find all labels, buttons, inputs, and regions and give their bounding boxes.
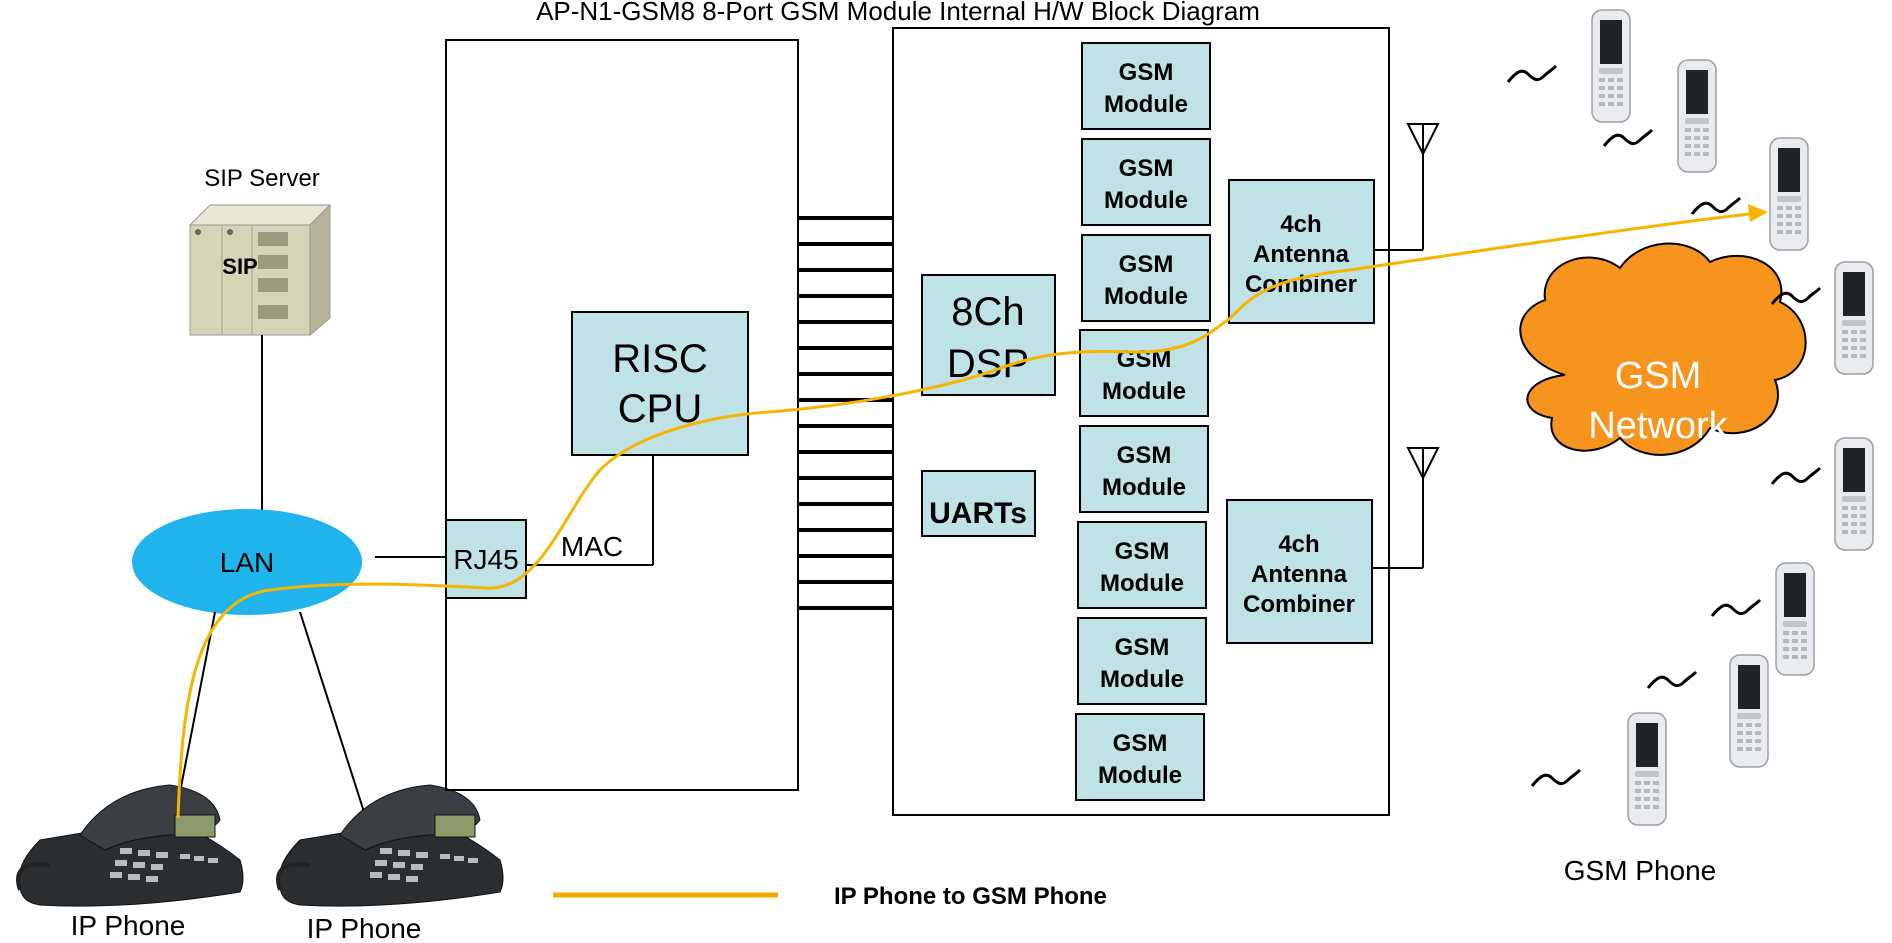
combiner-label: Antenna [1251, 561, 1348, 588]
call-path [176, 212, 1751, 819]
gsm-network-label: Network [1588, 405, 1728, 447]
gsm-module-label: Module [1104, 91, 1188, 118]
gsm-module: GSM Module [1081, 138, 1211, 226]
gsm-module-label: GSM [1117, 442, 1172, 469]
cpu-block [445, 39, 799, 791]
gsm-module-label: GSM [1119, 155, 1174, 182]
uarts-label: UARTs [929, 497, 1027, 530]
gsm-module-label: Module [1100, 666, 1184, 693]
gsm-module-label: GSM [1115, 538, 1170, 565]
gsm-module: GSM Module [1079, 425, 1209, 513]
risc-cpu-label: RISC [612, 337, 708, 381]
gsm-block [892, 27, 1390, 816]
sip-server-label: SIP Server [204, 165, 320, 192]
sip-server-badge: SIP [222, 254, 257, 279]
gsm-module-label: GSM [1115, 634, 1170, 661]
gsm-module-label: Module [1102, 474, 1186, 501]
risc-cpu [571, 311, 749, 456]
gsm-module: GSM Module [1075, 713, 1205, 801]
gsm-module-label: GSM [1113, 730, 1168, 757]
gsm-network-label: GSM [1615, 355, 1702, 397]
combiner-label: Combiner [1245, 271, 1357, 298]
dsp-label: 8Ch [951, 290, 1024, 334]
antenna-combiner: 4ch Antenna Combiner [1228, 179, 1375, 324]
gsm-module: GSM Module [1077, 617, 1207, 705]
combiner-label: Combiner [1243, 591, 1355, 618]
mac-label: MAC [561, 531, 623, 562]
combiner-label: Antenna [1253, 241, 1350, 268]
ip-phone-label: IP Phone [71, 910, 186, 941]
gsm-phone-label: GSM Phone [1564, 855, 1717, 886]
dsp-chip [921, 274, 1056, 396]
gsm-module-label: Module [1104, 187, 1188, 214]
legend-label: IP Phone to GSM Phone [834, 883, 1107, 910]
gsm-phone-icon [1506, 9, 1631, 123]
gsm-module-label: Module [1102, 378, 1186, 405]
lan-label: LAN [220, 547, 274, 578]
gsm-module-label: Module [1104, 283, 1188, 310]
combiner-label: 4ch [1278, 531, 1319, 558]
gsm-module-label: GSM [1119, 251, 1174, 278]
call-path-arrowhead [1748, 204, 1768, 222]
data-bus [798, 216, 893, 610]
combiner-label: 4ch [1280, 211, 1321, 238]
diagram-title: AP-N1-GSM8 8-Port GSM Module Internal H/… [536, 0, 1260, 26]
rj45-port [445, 519, 527, 599]
gsm-module: GSM Module [1081, 42, 1211, 130]
lan-phone2-link [299, 611, 366, 816]
gsm-module-label: Module [1098, 762, 1182, 789]
gsm-module: GSM Module [1081, 234, 1211, 322]
gsm-network-cloud [1519, 242, 1807, 456]
uarts-chip [921, 470, 1036, 537]
ip-phone-icon [276, 784, 504, 907]
antenna-icon [1374, 123, 1440, 251]
rj45-label: RJ45 [453, 544, 518, 575]
sip-server-icon [188, 203, 332, 337]
lan-phone1-link [174, 611, 216, 819]
ip-phone-icon [16, 784, 244, 907]
antenna-icon [1372, 447, 1440, 569]
gsm-phone-icon [1530, 712, 1667, 826]
gsm-module-label: Module [1100, 570, 1184, 597]
antenna-combiner: 4ch Antenna Combiner [1226, 499, 1373, 644]
lan-cloud [132, 509, 362, 615]
ip-phone-label: IP Phone [307, 913, 422, 943]
gsm-module: GSM Module [1077, 521, 1207, 609]
gsm-phone-icon [1770, 437, 1874, 551]
gsm-module-label: GSM [1119, 59, 1174, 86]
